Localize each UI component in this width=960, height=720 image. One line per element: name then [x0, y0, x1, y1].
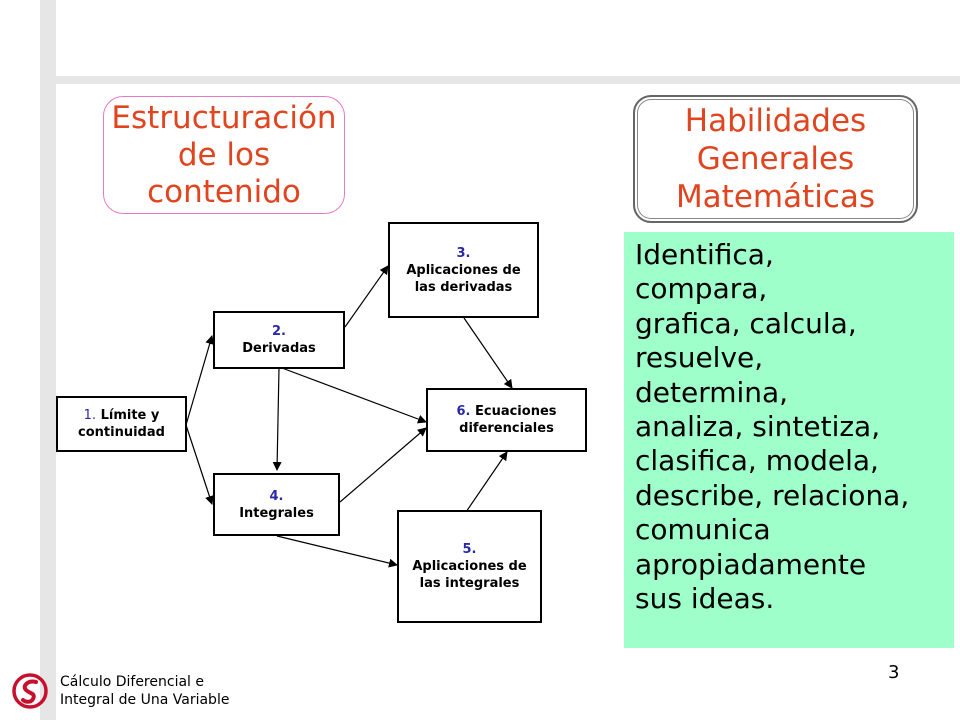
arrow-1-to-4: [185, 424, 214, 505]
top-decor-bar: [56, 76, 960, 84]
left-decor-bar: [40, 0, 56, 720]
arrow-5-to-6: [465, 451, 508, 513]
skills-panel: Identifica, compara, grafica, calcula, r…: [624, 232, 954, 648]
arrow-2-to-3: [344, 265, 389, 328]
skills-line: grafica, calcula,: [635, 306, 857, 340]
node-aplicaciones-derivadas: 3. Aplicaciones de las derivadas: [388, 222, 539, 318]
arrow-1-to-2: [185, 335, 215, 426]
right-title: Habilidades Generales Matemáticas: [675, 103, 876, 215]
node-integrales: 4. Integrales: [213, 473, 340, 536]
skills-line: sus ideas.: [635, 582, 775, 616]
content-flow-diagram: [185, 265, 513, 568]
arrow-2-to-6: [281, 367, 427, 424]
skills-line: resuelve,: [635, 341, 764, 375]
node-ecuaciones-diferenciales: 6. Ecuaciones diferenciales: [426, 388, 587, 452]
skills-line: describe, relaciona,: [635, 478, 910, 512]
arrow-3-to-6: [463, 317, 513, 389]
skills-line: clasifica, modela,: [635, 444, 879, 478]
skills-line: apropiadamente: [635, 547, 867, 581]
skills-line: analiza, sintetiza,: [635, 410, 881, 444]
skills-line: comunica: [635, 513, 771, 547]
skills-line: compara,: [635, 272, 768, 306]
left-title-box: Estructuración de los contenido: [103, 96, 345, 214]
skills-line: Identifica,: [635, 238, 774, 271]
node-limite-continuidad: 1. Límite y continuidad: [56, 396, 187, 452]
node-derivadas: 2. Derivadas: [213, 311, 345, 369]
arrow-2-to-4: [272, 367, 282, 471]
skills-line: determina,: [635, 375, 789, 409]
page-number: 3: [888, 662, 900, 683]
right-title-box: Habilidades Generales Matemáticas: [633, 95, 918, 223]
node-aplicaciones-integrales: 5. Aplicaciones de las integrales: [397, 510, 542, 623]
left-title: Estructuración de los contenido: [111, 99, 337, 210]
footer-course-title: Cálculo Diferencial e Integral de Una Va…: [60, 674, 230, 708]
arrow-4-to-5: [276, 535, 398, 568]
university-logo-icon: [12, 673, 48, 709]
arrow-4-to-6: [339, 427, 427, 503]
